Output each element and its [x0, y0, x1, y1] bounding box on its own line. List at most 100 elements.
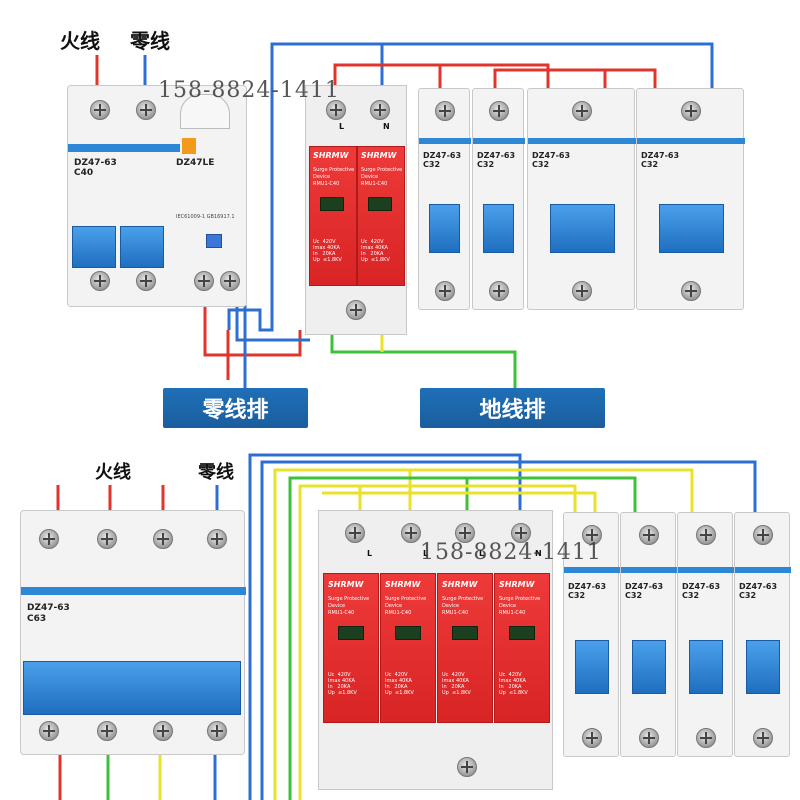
bottom-breaker-1-model: DZ47-63: [568, 582, 607, 591]
main-screw-bot-1: [39, 721, 59, 741]
top-breaker-3-model: DZ47-63: [532, 151, 571, 160]
wire-live-b-a: [360, 484, 577, 515]
top-breaker-3-handle[interactable]: [550, 204, 615, 253]
bottom-breaker-4-screw-top: [753, 525, 773, 545]
spd-model-1: RMU1-C40: [313, 181, 340, 187]
top-breaker-1-strip: [419, 138, 471, 144]
wire-neutral-top-loop: [227, 42, 714, 332]
bottom-neutral-label: 零线: [198, 462, 234, 483]
main-screw-bot-2: [97, 721, 117, 741]
rcbo-handle-2[interactable]: [120, 226, 164, 268]
top-breaker-1-screw-bot: [435, 281, 455, 301]
bottom-main-breaker: DZ47-63 C63: [20, 510, 246, 755]
main-screw-top-4: [207, 529, 227, 549]
bottom-breaker-2-model: DZ47-63: [625, 582, 664, 591]
bspd-desc1-2: Surge Protective: [385, 596, 427, 602]
bspd-specs-1: Uc 420V Imax 40KA In 20KA Up ≤1.8KV: [328, 672, 357, 696]
top-neutral-label: 零线: [130, 29, 170, 53]
bspd-brand-3: SHRMW: [442, 580, 478, 589]
bottom-breaker-3-model: DZ47-63: [682, 582, 721, 591]
main-screw-bot-4: [207, 721, 227, 741]
top-breaker-2-strip: [473, 138, 525, 144]
top-breaker-3-screw-bot: [572, 281, 592, 301]
top-breaker-1-screw-top: [435, 101, 455, 121]
rcbo-test-button[interactable]: [206, 234, 222, 248]
rcbo-handle-1[interactable]: [72, 226, 116, 268]
spd-ground-screw: [346, 300, 366, 320]
top-breaker-1-handle[interactable]: [429, 204, 460, 253]
bottom-breaker-4-rating: C32: [739, 591, 757, 600]
rcbo-std: IEC61009-1 GB16917.1: [176, 214, 235, 220]
wire-neutral-b-loop: [248, 453, 522, 800]
top-breaker-4-rating: C32: [641, 160, 659, 169]
bspd-brand-2: SHRMW: [385, 580, 421, 589]
spd-module-2: SHRMW Surge Protective Device RMU1-C40 U…: [357, 146, 405, 286]
rcbo-orange-tab: [182, 138, 196, 154]
spd-screw-1: [326, 100, 346, 120]
bspd-specs-4: Uc 420V Imax 40KA In 20KA Up ≤1.8KV: [499, 672, 528, 696]
top-breaker-2-rating: C32: [477, 160, 495, 169]
main-model: DZ47-63: [27, 603, 70, 613]
spd-window-2: [368, 197, 392, 211]
main-screw-top-1: [39, 529, 59, 549]
top-breaker-3-rating: C32: [532, 160, 550, 169]
bspd-brand-1: SHRMW: [328, 580, 364, 589]
main-strip: [21, 587, 246, 595]
top-breaker-2-handle[interactable]: [483, 204, 514, 253]
bspd-desc2-2: Device: [385, 603, 403, 609]
rcbo-brand: DZ47LE: [176, 158, 215, 168]
bspd-screw-4: [511, 523, 531, 543]
top-breaker-4-screw-bot: [681, 281, 701, 301]
wire-ground-b-2: [288, 476, 469, 800]
rcbo-screw-bot-2: [136, 271, 156, 291]
rcbo-screw-top-2: [136, 100, 156, 120]
main-screw-bot-3: [153, 721, 173, 741]
bottom-breaker-2-rating: C32: [625, 591, 643, 600]
top-breaker-4-strip: [637, 138, 745, 144]
bspd-desc2-3: Device: [442, 603, 460, 609]
wire-ground-top3: [388, 350, 517, 388]
bspd-window-2: [395, 626, 421, 640]
top-spd: L N SHRMW Surge Protective Device RMU1-C…: [305, 85, 407, 335]
main-handle[interactable]: [23, 661, 241, 715]
wire-neutral-b-loop2: [260, 460, 757, 800]
rcbo-strip: [68, 144, 180, 152]
bottom-breaker-3-handle[interactable]: [689, 640, 723, 694]
bottom-live-label: 火线: [95, 462, 131, 483]
bspd-window-4: [509, 626, 535, 640]
bspd-desc1-4: Surge Protective: [499, 596, 541, 602]
wire-live-b-c: [410, 468, 694, 515]
bottom-breaker-3-strip: [678, 567, 734, 573]
bspd-screw-2: [401, 523, 421, 543]
ground-bar-label: 地线排: [420, 388, 605, 428]
bottom-breaker-1-screw-top: [582, 525, 602, 545]
bspd-pole-2: L: [423, 549, 429, 558]
bottom-breaker-2-handle[interactable]: [632, 640, 666, 694]
spd-model-2: RMU1-C40: [361, 181, 388, 187]
bottom-breaker-2-strip: [621, 567, 677, 573]
bottom-breaker-4-handle[interactable]: [746, 640, 780, 694]
wire-live-b-b: [467, 476, 637, 515]
top-breaker-2-model: DZ47-63: [477, 151, 516, 160]
top-live-label: 火线: [60, 29, 100, 53]
bottom-breaker-3-rating: C32: [682, 591, 700, 600]
bspd-specs-3: Uc 420V Imax 40KA In 20KA Up ≤1.8KV: [442, 672, 471, 696]
main-screw-top-2: [97, 529, 117, 549]
bottom-breaker-1-handle[interactable]: [575, 640, 609, 694]
bottom-breaker-4-strip: [735, 567, 791, 573]
wire-live-b3: [493, 68, 607, 90]
bspd-model-1: RMU1-C40: [328, 610, 355, 616]
top-breaker-4-handle[interactable]: [659, 204, 724, 253]
main-screw-top-3: [153, 529, 173, 549]
bspd-model-3: RMU1-C40: [442, 610, 469, 616]
spd-module-1: SHRMW Surge Protective Device RMU1-C40 U…: [309, 146, 357, 286]
bspd-window-1: [338, 626, 364, 640]
bottom-breaker-1-screw-bot: [582, 728, 602, 748]
